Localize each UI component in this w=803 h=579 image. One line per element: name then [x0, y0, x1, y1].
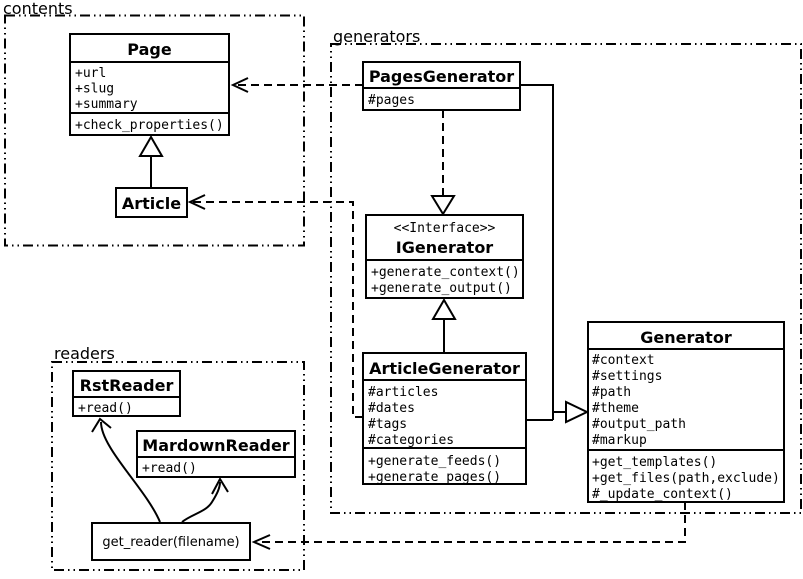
- class-rstreader-name: RstReader: [80, 376, 174, 395]
- arrow-getreader-to-mardownreader-arrowhead: [211, 476, 229, 495]
- class-articlegenerator-method-generate-pages: +generate_pages(): [368, 470, 501, 485]
- inheritance-generator-triangle: [565, 400, 590, 424]
- class-generator-attr-path: #path: [592, 385, 631, 400]
- class-page-attr-summary: +summary: [75, 97, 138, 112]
- class-igenerator-name: IGenerator: [396, 238, 494, 257]
- package-readers-border: [51, 361, 305, 571]
- class-igenerator-method-generate-output: +generate_output(): [371, 281, 512, 296]
- package-generators: generators: [330, 27, 802, 514]
- class-igenerator: <<Interface>> IGenerator +generate_conte…: [365, 214, 524, 299]
- class-articlegenerator-attr-articles: #articles: [368, 385, 438, 400]
- class-articlegenerator: ArticleGenerator #articles #dates #tags …: [362, 352, 527, 485]
- class-articlegenerator-attr-dates: #dates: [368, 401, 415, 416]
- class-articlegenerator-box: [362, 352, 527, 485]
- class-generator-attr-theme: #theme: [592, 401, 639, 416]
- class-page-box: [69, 33, 230, 136]
- class-mardownreader-method-read: +read(): [142, 461, 197, 476]
- inheritance-article-to-page-triangle: [138, 135, 164, 157]
- class-articlegenerator-attr-categories: #categories: [368, 433, 454, 448]
- class-rstreader: RstReader +read(): [72, 370, 181, 417]
- package-readers-label: readers: [54, 344, 115, 363]
- arrow-getreader-to-mardownreader-curve: [181, 481, 221, 523]
- package-generators-label: generators: [333, 27, 420, 46]
- class-generator-box: [587, 321, 785, 503]
- class-generator-attr-markup: #markup: [592, 433, 647, 448]
- class-generator: Generator #context #settings #path #them…: [587, 321, 785, 503]
- class-generator-attr-output-path: #output_path: [592, 417, 686, 432]
- class-rstreader-method-read: +read(): [78, 401, 133, 416]
- class-igenerator-box: [365, 214, 524, 299]
- dependency-generator-to-getreader-arrowhead: [251, 534, 271, 550]
- node-getreader-label: get_reader(filename): [102, 535, 239, 550]
- class-rstreader-box: [72, 370, 181, 417]
- dependency-articlegenerator-to-article-line: [193, 201, 363, 418]
- class-igenerator-method-generate-context: +generate_context(): [371, 265, 520, 280]
- class-page-method-check-properties: +check_properties(): [75, 118, 224, 133]
- class-pagesgenerator-box: [362, 61, 521, 111]
- class-igenerator-stereotype: <<Interface>>: [394, 221, 496, 236]
- class-generator-method-update-context: #_update_context(): [592, 487, 733, 502]
- class-article: Article: [115, 187, 188, 218]
- class-generator-attr-context: #context: [592, 353, 655, 368]
- arrow-getreader-to-rstreader-arrowhead: [91, 417, 112, 433]
- class-article-box: [115, 187, 188, 218]
- class-mardownreader-name: MardownReader: [142, 436, 290, 455]
- class-pagesgenerator-name: PagesGenerator: [369, 67, 514, 86]
- package-generators-border: [330, 43, 802, 514]
- dependency-pagesgenerator-to-page-arrowhead: [230, 77, 249, 93]
- class-articlegenerator-attr-tags: #tags: [368, 417, 407, 432]
- node-getreader: get_reader(filename): [91, 522, 251, 561]
- class-mardownreader: MardownReader +read(): [136, 430, 296, 478]
- realization-pagesgenerator-to-igenerator-triangle: [430, 195, 456, 216]
- package-readers: readers: [51, 344, 305, 571]
- class-articlegenerator-name: ArticleGenerator: [369, 359, 520, 378]
- class-page: Page +url +slug +summary +check_properti…: [69, 33, 230, 136]
- class-page-attr-url: +url: [75, 66, 106, 81]
- class-pagesgenerator-attr-pages: #pages: [368, 93, 415, 108]
- class-generator-name: Generator: [640, 328, 732, 347]
- arrow-getreader-to-rstreader-curve: [100, 421, 161, 523]
- class-page-name: Page: [127, 40, 172, 59]
- package-contents-border: [4, 14, 305, 247]
- class-generator-method-get-files: +get_files(path,exclude): [592, 471, 780, 486]
- class-articlegenerator-method-generate-feeds: +generate_feeds(): [368, 454, 501, 469]
- class-article-name: Article: [122, 194, 181, 213]
- class-page-attr-slug: +slug: [75, 82, 114, 97]
- dependency-articlegenerator-to-article-arrowhead: [187, 194, 206, 210]
- package-contents: contents: [3, 0, 305, 247]
- package-contents-label: contents: [3, 0, 73, 18]
- node-getreader-box: [91, 522, 251, 561]
- inheritance-pagesgenerator-to-generator-line: [520, 84, 554, 420]
- class-mardownreader-box: [136, 430, 296, 478]
- class-pagesgenerator: PagesGenerator #pages: [362, 61, 521, 111]
- inheritance-articlegenerator-to-igenerator-triangle: [431, 298, 457, 320]
- class-generator-method-get-templates: +get_templates(): [592, 455, 717, 470]
- class-generator-attr-settings: #settings: [592, 369, 662, 384]
- dependency-generator-to-getreader-line: [259, 502, 686, 543]
